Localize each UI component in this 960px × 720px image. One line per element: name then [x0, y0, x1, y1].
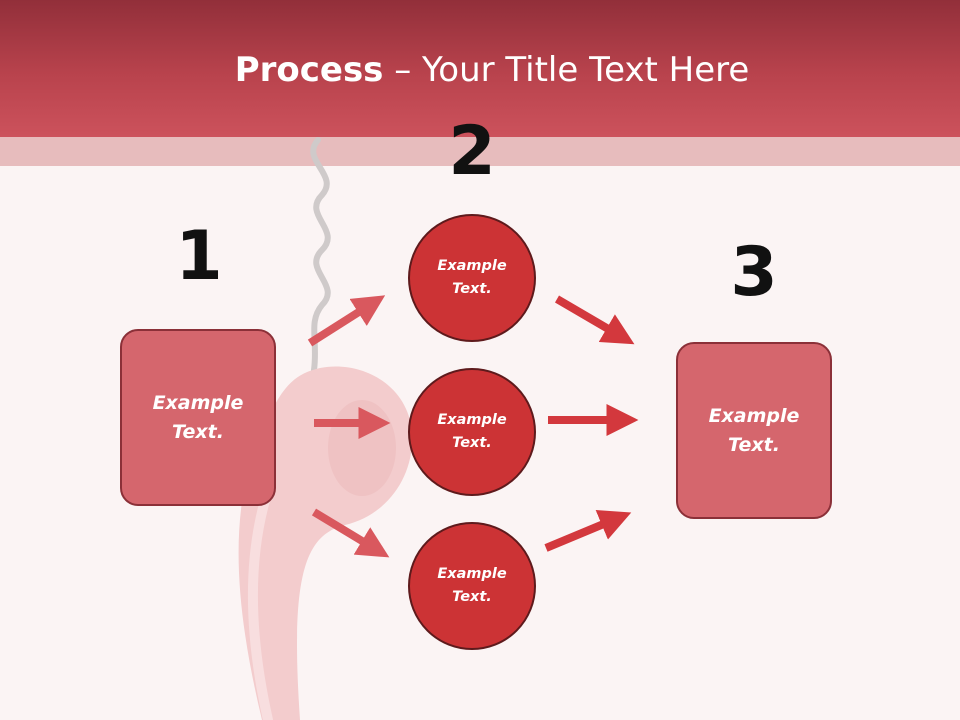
title-banner-stripe [0, 137, 960, 166]
slide-title: Process – Your Title Text Here [0, 50, 960, 90]
arrow-box1-to-circle-bottom [311, 508, 390, 558]
step-number-3: 3 [730, 233, 778, 312]
title-rest: – Your Title Text Here [383, 50, 750, 90]
arrow-circle-bottom-to-box3 [544, 510, 632, 552]
arrow-circle-top-to-box3 [554, 295, 635, 345]
arrow-box1-to-circle-top [307, 295, 386, 347]
step-2-circle-top: Example Text. [408, 214, 536, 342]
step-2-circle-middle: Example Text. [408, 368, 536, 496]
step-3-box: Example Text. [676, 342, 832, 519]
title-banner [0, 0, 960, 137]
step-number-2: 2 [448, 112, 496, 191]
step-number-1: 1 [175, 217, 223, 296]
title-bold: Process [234, 50, 384, 90]
step-1-box: Example Text. [120, 329, 276, 506]
step-2-circle-bottom: Example Text. [408, 522, 536, 650]
